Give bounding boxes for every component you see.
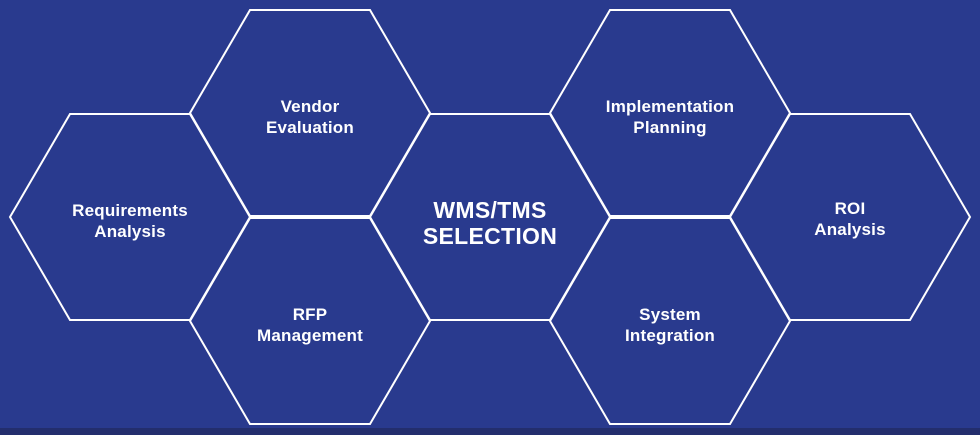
hexagon-wms-tms-selection: [368, 113, 612, 321]
hexagon-rfp-management: [188, 217, 432, 425]
bottom-shade-strip: [0, 428, 980, 435]
hexagon-implementation-planning: [548, 9, 792, 217]
hexagon-roi-analysis: [728, 113, 972, 321]
hexagon-system-integration: [548, 217, 792, 425]
hexagon-requirements-analysis: [8, 113, 252, 321]
hexagon-vendor-evaluation: [188, 9, 432, 217]
